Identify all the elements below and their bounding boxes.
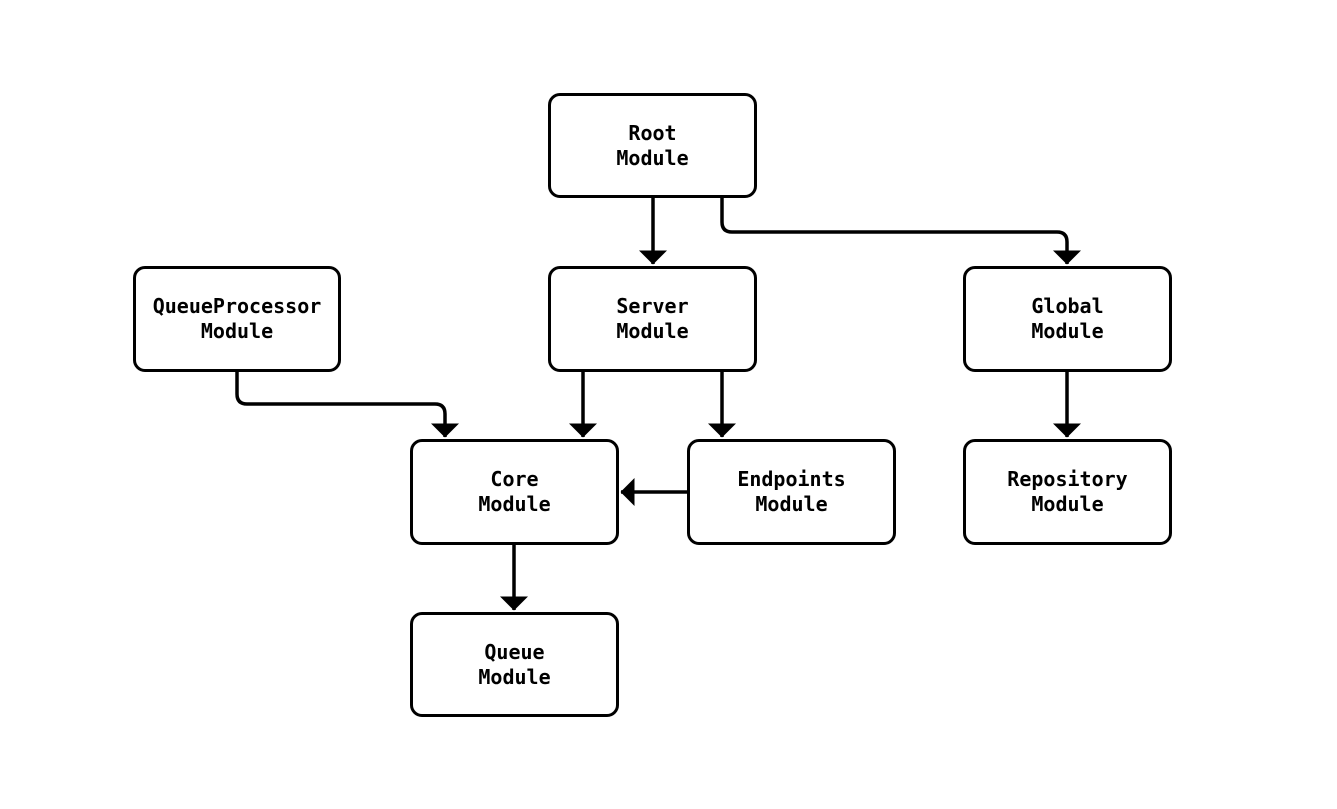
edge-queueprocessor-module-to-core-module xyxy=(235,372,459,438)
edge-root-module-to-global-module xyxy=(720,198,1081,265)
node-server-module-label: Server Module xyxy=(616,294,689,343)
node-core-module: Core Module xyxy=(410,439,619,545)
node-global-module: Global Module xyxy=(963,266,1172,372)
node-queueprocessor-module-label: QueueProcessor Module xyxy=(152,294,322,343)
node-queueprocessor-module: QueueProcessor Module xyxy=(133,266,341,372)
node-endpoints-module: Endpoints Module xyxy=(687,439,896,545)
node-server-module: Server Module xyxy=(548,266,757,372)
node-queue-module-label: Queue Module xyxy=(478,639,551,689)
node-global-module-label: Global Module xyxy=(1031,294,1104,343)
node-queue-module: Queue Module xyxy=(410,612,619,717)
node-root-module: Root Module xyxy=(548,93,757,198)
node-core-module-label: Core Module xyxy=(478,467,551,516)
node-repository-module: Repository Module xyxy=(963,439,1172,545)
node-repository-module-label: Repository Module xyxy=(1007,467,1128,516)
node-endpoints-module-label: Endpoints Module xyxy=(737,467,846,516)
node-root-module-label: Root Module xyxy=(616,120,689,170)
